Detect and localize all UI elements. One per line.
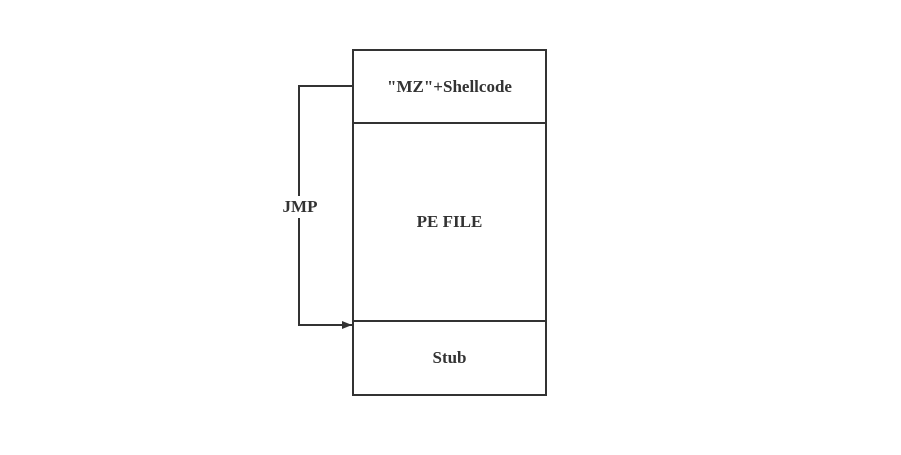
jmp-label: JMP [272, 196, 328, 218]
pe-file-block: PE FILE [354, 124, 545, 322]
mz-shellcode-block: "MZ"+Shellcode [354, 51, 545, 124]
stub-block: Stub [354, 322, 545, 394]
pe-file-label: PE FILE [416, 212, 483, 231]
stub-label: Stub [432, 348, 467, 367]
pe-file-stack: "MZ"+Shellcode PE FILE Stub [352, 49, 547, 396]
mz-shellcode-label: "MZ"+Shellcode [387, 76, 512, 96]
